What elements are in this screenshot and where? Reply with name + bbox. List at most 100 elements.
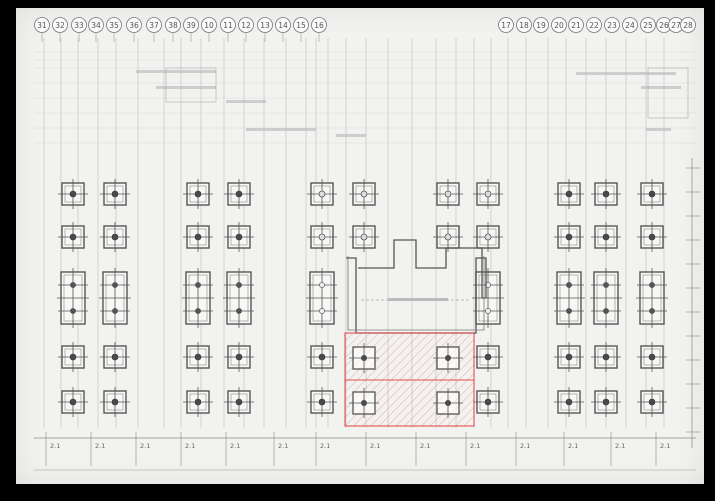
pile: [236, 282, 242, 288]
grid-bubble: 33: [71, 17, 87, 42]
grid-bubble-label: 36: [129, 21, 139, 30]
pile: [318, 398, 326, 406]
core-inner: [347, 256, 485, 331]
pile: [602, 233, 610, 241]
grid-bubble: 20: [551, 17, 567, 33]
pile: [319, 308, 325, 314]
grid-bubble-label: 15: [296, 21, 306, 30]
grid-bubble-label: 22: [589, 21, 599, 30]
grid-bubble-circle: [551, 17, 567, 33]
pile: [648, 190, 656, 198]
footing-pad: [473, 387, 503, 417]
pile: [566, 282, 572, 288]
footing-pad: [224, 342, 254, 372]
footing-pad: [100, 179, 130, 209]
grid-bubble: 18: [516, 17, 532, 33]
grid-bubble: 17: [498, 17, 514, 33]
grid-bubble-circle: [604, 17, 620, 33]
grid-bubble-label: 23: [607, 21, 617, 30]
pile: [195, 308, 201, 314]
dimension-label: 2.1: [95, 442, 105, 450]
pile: [484, 398, 492, 406]
grid-bubble: 25: [640, 17, 656, 33]
note-frame: [647, 67, 689, 119]
footing-pad: [433, 179, 463, 209]
pile: [648, 233, 656, 241]
grid-bubble: 31: [34, 17, 50, 42]
pile: [319, 282, 325, 288]
grid-bubble-label: 32: [55, 21, 65, 30]
grid-bubble: 22: [586, 17, 602, 33]
grid-bubble-label: 26: [659, 21, 669, 30]
grid-bubble: 13: [257, 17, 273, 42]
pile: [565, 190, 573, 198]
grid-bubble-label: 31: [37, 21, 47, 30]
note-text-block: [646, 128, 671, 131]
central-core-outline: [346, 239, 487, 334]
grid-bubble: 15: [293, 17, 309, 42]
footing-pad: [637, 179, 667, 209]
pile: [360, 233, 368, 241]
pile: [648, 353, 656, 361]
pile: [602, 190, 610, 198]
grid-bubble-label: 35: [109, 21, 119, 30]
pile: [565, 233, 573, 241]
pile: [566, 308, 572, 314]
dimension-label: 2.1: [320, 442, 330, 450]
footing-pad: [637, 342, 667, 372]
grid-bubble: 12: [238, 17, 254, 42]
footing-pad: [100, 342, 130, 372]
grid-bubble-label: 18: [519, 21, 529, 30]
footing-pad: [58, 387, 88, 417]
grid-bubble: 34: [88, 17, 104, 42]
footing-pad: [307, 387, 337, 417]
footing-pad: [57, 268, 89, 328]
pile: [111, 353, 119, 361]
grid-bubble-label: 14: [278, 21, 288, 30]
dimension-label: 2.1: [278, 442, 288, 450]
pile: [235, 353, 243, 361]
pile: [194, 353, 202, 361]
note-text-block: [576, 72, 676, 75]
grid-bubble: 32: [52, 17, 68, 42]
pile: [484, 190, 492, 198]
grid-bubble-label: 21: [571, 21, 581, 30]
grid-bubble-label: 28: [683, 21, 693, 30]
footing-pad: [473, 179, 503, 209]
grid-bubble: 37: [146, 17, 162, 42]
pile: [69, 233, 77, 241]
footing-pad: [637, 387, 667, 417]
grid-bubble-label: 16: [314, 21, 324, 30]
grid-bubble-circle: [586, 17, 602, 33]
drawing-notes: [136, 67, 689, 137]
footing-pad: [590, 268, 622, 328]
pile: [235, 233, 243, 241]
footing-pad: [58, 342, 88, 372]
pile: [318, 190, 326, 198]
pile: [603, 282, 609, 288]
footing-pad: [224, 222, 254, 252]
footing-pad: [554, 179, 584, 209]
pile: [444, 190, 452, 198]
pile: [361, 400, 367, 406]
footing-pad: [183, 387, 213, 417]
pile: [194, 398, 202, 406]
grid-bubble-circle: [680, 17, 696, 33]
grid-bubble-circle: [640, 17, 656, 33]
pile: [649, 282, 655, 288]
grid-bubble-label: 24: [625, 21, 635, 30]
note-text-block: [136, 70, 216, 73]
core-note: [388, 298, 448, 301]
pile: [69, 190, 77, 198]
footing-pad: [349, 388, 379, 418]
grid-bubble: 38: [165, 17, 181, 42]
footing-pad: [183, 179, 213, 209]
grid-bubble: 14: [275, 17, 291, 42]
footing-pad: [591, 342, 621, 372]
grid-bubble-label: 11: [223, 21, 233, 30]
pile: [70, 308, 76, 314]
footing-pad: [636, 268, 668, 328]
grid-bubble-label: 33: [74, 21, 84, 30]
